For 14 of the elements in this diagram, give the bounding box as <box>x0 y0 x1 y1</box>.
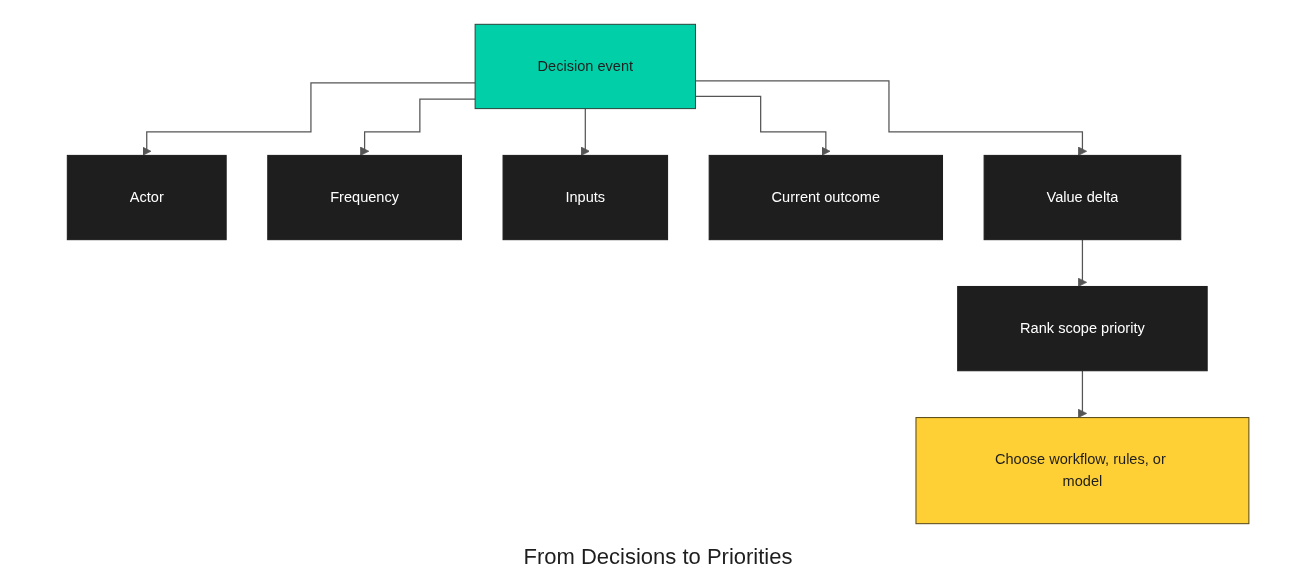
node-box: Current outcome <box>708 154 943 241</box>
arrow <box>1077 370 1087 418</box>
arrow <box>359 98 476 156</box>
diagram-caption: From Decisions to Priorities <box>523 544 793 570</box>
node-box: Choose workflow, rules, or model <box>915 417 1250 525</box>
arrow <box>142 82 476 156</box>
node-box: Rank scope priority <box>957 285 1208 372</box>
arrow <box>1077 239 1087 287</box>
node-box: Decision event <box>474 23 696 110</box>
node-box: Value delta <box>983 154 1182 241</box>
arrow <box>580 107 590 156</box>
node-box: Frequency <box>267 154 462 241</box>
node-box: Actor <box>66 154 227 241</box>
node-box: Inputs <box>502 154 668 241</box>
